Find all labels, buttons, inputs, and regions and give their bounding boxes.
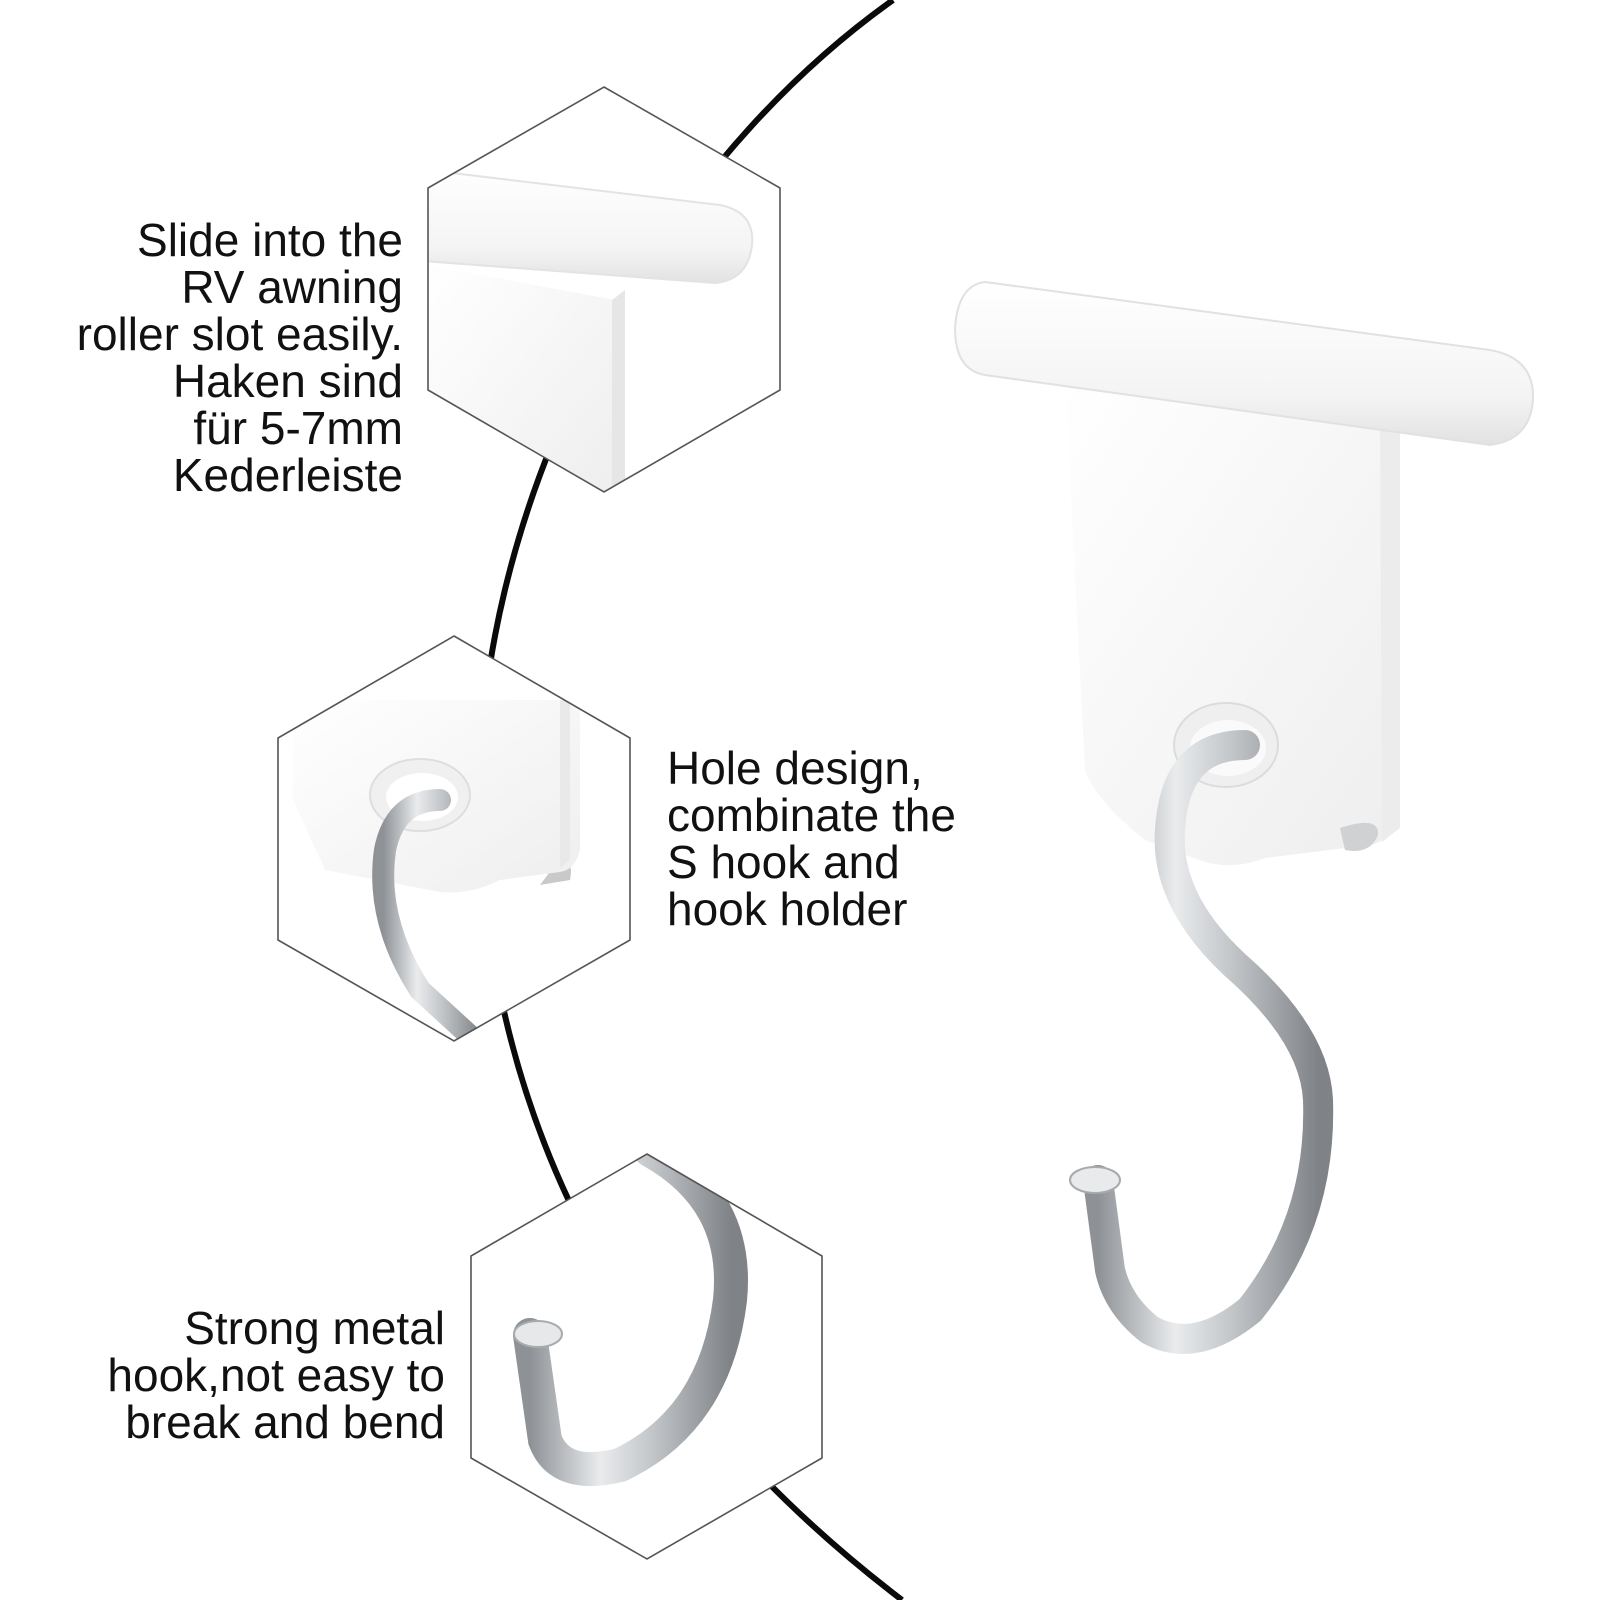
caption-line: RV awning [181,261,403,313]
hexagon-outline [470,1153,823,1560]
caption-line: Kederleiste [172,449,403,501]
caption-line: hook,not easy to [107,1349,445,1401]
caption-line: Slide into the [137,214,403,266]
caption-line: Haken sind [172,355,403,407]
caption-hole-design: Hole design, combinate the S hook and ho… [667,745,1027,933]
hexagon-detail-hole [278,636,630,1041]
caption-line: für 5-7mm [193,402,403,454]
hexagon-outline [277,635,631,1042]
caption-line: roller slot easily. [76,308,403,360]
caption-line: S hook and [667,836,900,888]
main-product-hook-holder [953,280,1535,1354]
caption-line: combinate the [667,789,956,841]
caption-line: hook holder [667,883,908,935]
caption-line: Hole design, [667,742,923,794]
hexagon-detail-hook [471,1154,822,1559]
hexagon-outline [427,86,781,493]
caption-line: Strong metal [184,1302,445,1354]
caption-line: break and bend [125,1396,445,1448]
caption-strong-metal: Strong metal hook,not easy to break and … [60,1305,445,1446]
caption-slide-into-slot: Slide into the RV awning roller slot eas… [20,217,403,499]
